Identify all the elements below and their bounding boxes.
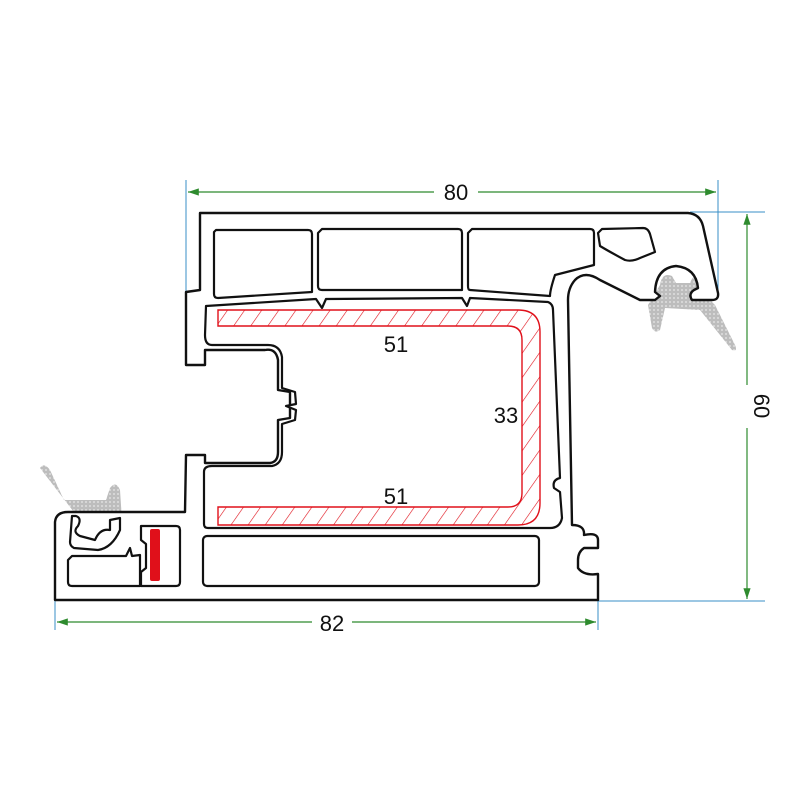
dimension-lines xyxy=(57,188,751,626)
chamber-left-small xyxy=(66,546,142,588)
reinforcement-bar-small xyxy=(150,529,160,581)
chamber-left-reinforcement xyxy=(139,524,182,588)
reinforcement-top-label: 51 xyxy=(384,332,408,357)
dim-top-width: 80 xyxy=(444,180,468,205)
steel-reinforcement xyxy=(217,309,541,526)
chamber-left-gasket-slot xyxy=(68,514,122,552)
chamber-top-1 xyxy=(212,228,314,300)
main-chamber xyxy=(202,296,564,530)
dim-bottom-width: 82 xyxy=(320,611,344,636)
chamber-bottom xyxy=(201,534,541,588)
chamber-top-2 xyxy=(316,227,464,292)
gasket-top-right xyxy=(648,275,736,351)
reinforcement-bottom-label: 51 xyxy=(384,484,408,509)
dim-height: 60 xyxy=(749,394,774,418)
reinforcement-side-label: 33 xyxy=(494,403,518,428)
chamber-top-4 xyxy=(596,226,657,262)
extension-lines xyxy=(54,180,765,630)
chamber-top-3 xyxy=(466,227,596,298)
